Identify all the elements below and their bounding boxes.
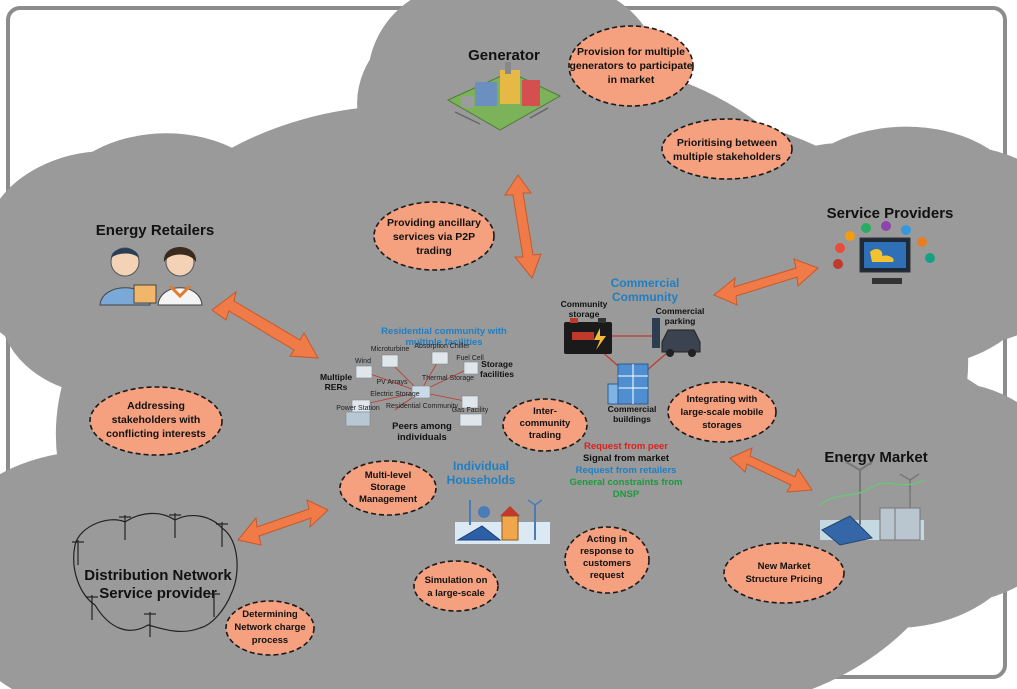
note-integrating: Integrating with large-scale mobile stor… <box>667 381 777 443</box>
note-addressing-line1: Addressing <box>127 400 185 412</box>
commercial-buildings-line1: Commercial <box>608 404 657 414</box>
electric-car-icon <box>652 318 701 357</box>
note-network-charge-line1: Determining <box>242 609 298 620</box>
commercial-buildings-line2: buildings <box>613 414 651 424</box>
res-label-wind: Wind <box>355 358 371 365</box>
note-ancillary-line3: trading <box>416 245 452 257</box>
retailers-title: Energy Retailers <box>96 222 214 239</box>
note-provision-line3: in market <box>608 74 655 86</box>
res-label-pv-arrays: PV Arrays <box>376 379 408 386</box>
note-acting-line1: Acting in <box>587 534 628 545</box>
note-addressing: Addressing stakeholders with conflicting… <box>89 386 223 456</box>
note-ancillary-line1: Providing ancillary <box>387 217 481 229</box>
note-inter-community-line2: community <box>520 418 571 429</box>
res-label-fuel-cell: Fuel Cell <box>456 355 484 362</box>
note-integrating-line3: storages <box>702 420 742 431</box>
note-multi-level-line2: Storage <box>370 482 405 493</box>
note-network-charge: Determining Network charge process <box>225 600 315 656</box>
office-building-icon <box>607 363 649 405</box>
note-ancillary: Providing ancillary services via P2P tra… <box>373 201 495 271</box>
storage-facilities-line1: Storage <box>481 359 513 369</box>
note-addressing-line3: conflicting interests <box>106 428 206 440</box>
note-multi-level-line3: Management <box>359 494 418 505</box>
note-prioritising-line2: multiple stakeholders <box>673 151 781 163</box>
generator-arrow <box>504 174 542 279</box>
commercial-title-line1: Commercial <box>611 276 680 290</box>
wind-solar-market-icon <box>819 461 926 546</box>
res-label-electric-storage: Electric Storage <box>370 391 420 398</box>
community-storage-line1: Community <box>561 299 608 309</box>
power-plant-icon <box>446 62 562 131</box>
energy-market-title: Energy Market <box>824 449 927 466</box>
households-title-line2: Households <box>447 473 516 487</box>
note-multi-level-line1: Multi-level <box>365 470 411 481</box>
note-network-charge-line2: Network charge <box>234 622 305 633</box>
note-integrating-line1: Integrating with <box>687 394 758 405</box>
res-label-absorption-chiller: Absorption Chiller <box>414 343 470 350</box>
retailers-people-icon <box>99 247 203 306</box>
energy-market-arrow <box>729 447 813 493</box>
dnsp-arrow <box>237 499 329 546</box>
note-simulation: Simulation on a large-scale <box>413 560 499 612</box>
note-simulation-line2: a large-scale <box>427 588 485 599</box>
note-provision-line1: Provision for multiple <box>577 46 685 58</box>
service-providers-title: Service Providers <box>827 205 954 222</box>
commercial-parking-line1: Commercial <box>656 306 705 316</box>
note-acting-line3: customers <box>583 558 631 569</box>
commercial-parking-line2: parking <box>665 316 696 326</box>
note-integrating-line2: large-scale mobile <box>681 407 764 418</box>
note-multi-level: Multi-level Storage Management <box>339 460 437 516</box>
digital-services-icon <box>833 221 935 284</box>
note-simulation-line1: Simulation on <box>425 575 488 586</box>
note-acting-line4: request <box>590 570 625 581</box>
multiple-rers-line1: Multiple <box>320 372 352 382</box>
res-label-residential-community: Residential Community <box>386 403 458 410</box>
note-prioritising: Prioritising between multiple stakeholde… <box>661 118 793 180</box>
note-addressing-line2: stakeholders with <box>112 414 201 426</box>
note-provision-line2: generators to participate <box>569 60 692 72</box>
note-new-market-line2: Structure Pricing <box>745 574 822 585</box>
res-label-power-station: Power Station <box>336 405 380 412</box>
note-prioritising-line1: Prioritising between <box>677 137 777 149</box>
battery-icon <box>564 318 612 354</box>
note-acting-line2: response to <box>580 546 634 557</box>
note-new-market: New Market Structure Pricing <box>723 542 845 604</box>
multiple-rers-line2: RERs <box>325 382 348 392</box>
note-inter-community: Inter- community trading <box>502 398 588 452</box>
signal-retailers: Request from retailers <box>576 465 677 476</box>
household-energy-icon <box>455 499 550 544</box>
note-network-charge-line3: process <box>252 635 288 646</box>
signal-peer: Request from peer <box>584 441 668 452</box>
service-providers-arrow <box>713 258 819 306</box>
households-title-line1: Individual <box>453 459 509 473</box>
note-provision: Provision for multiple generators to par… <box>568 25 694 107</box>
signal-dnsp-line1: General constraints from <box>570 477 683 488</box>
residential-title-line1: Residential community with <box>381 326 507 337</box>
signal-dnsp-line2: DNSP <box>613 489 640 500</box>
peers-line1: Peers among <box>392 421 452 432</box>
peers-line2: individuals <box>397 432 447 443</box>
distribution-poles-icon <box>72 512 238 637</box>
note-inter-community-line3: trading <box>529 430 561 441</box>
community-storage-line2: storage <box>569 309 600 319</box>
dnsp-title-line1: Distribution Network <box>84 567 232 584</box>
res-label-thermal-storage: Thermal Storage <box>422 375 474 382</box>
dnsp-title-line2: Service provider <box>99 585 217 602</box>
rer-thumbnails <box>345 351 483 427</box>
commercial-title-line2: Community <box>612 290 678 304</box>
note-inter-community-line1: Inter- <box>533 406 557 417</box>
note-new-market-line1: New Market <box>758 561 812 572</box>
residential-title-line2: multiple facilities <box>405 337 482 348</box>
res-label-gas-facility: Gas Facility <box>452 407 489 414</box>
energy-market-cloud <box>776 424 979 564</box>
note-ancillary-line2: services via P2P <box>393 231 475 243</box>
storage-facilities-line2: facilities <box>480 369 514 379</box>
generator-title: Generator <box>468 47 540 64</box>
res-label-microturbine: Microturbine <box>371 346 410 353</box>
signal-market: Signal from market <box>583 453 670 464</box>
note-acting: Acting in response to customers request <box>564 526 650 594</box>
retailers-arrow <box>211 290 319 359</box>
